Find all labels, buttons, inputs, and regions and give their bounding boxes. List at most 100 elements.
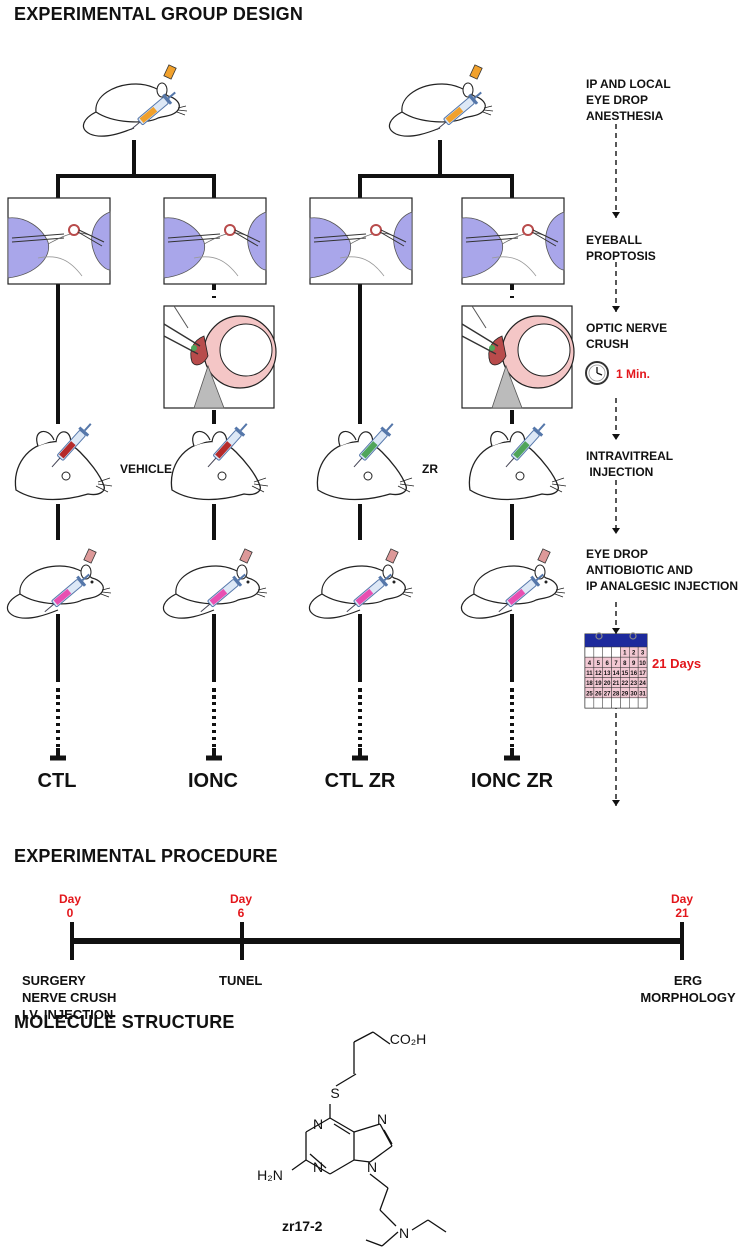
- procedure-title: EXPERIMENTAL PROCEDURE: [14, 846, 278, 866]
- flow-arrowhead: [612, 628, 620, 634]
- event-day-6: TUNEL: [219, 973, 263, 988]
- anesthesia-rat: [82, 82, 188, 137]
- vehicle-syringe: [51, 423, 92, 468]
- calendar-day-number: 24: [639, 681, 646, 687]
- group-tree-lines: [50, 140, 520, 761]
- bond: [335, 1073, 357, 1087]
- design-title: EXPERIMENTAL GROUP DESIGN: [14, 4, 304, 24]
- calendar-cell: [611, 646, 621, 658]
- calendar-day-number: 5: [597, 661, 601, 667]
- calendar-day-number: 13: [604, 671, 611, 677]
- calendar-cell: [584, 646, 595, 658]
- flow-arrowhead: [612, 800, 620, 806]
- bond: [369, 1145, 393, 1163]
- bond: [353, 1159, 371, 1163]
- calendar-cell: [584, 697, 595, 709]
- procedure-illustrations: [6, 197, 575, 619]
- calendar-day-number: 21: [613, 681, 620, 687]
- analgesic-syringe: [200, 573, 246, 613]
- antibiotic-bottle: [385, 548, 399, 564]
- crush-panel: [461, 305, 575, 409]
- procedure-flow-arrow: [612, 124, 620, 806]
- calendar-day-number: 25: [586, 691, 593, 697]
- ring-bond: [305, 1117, 331, 1133]
- n3-label: N: [313, 1159, 323, 1175]
- calendar-cell: [637, 697, 648, 709]
- calendar-day-number: 28: [613, 691, 620, 697]
- ring-double-bond: [309, 1153, 327, 1169]
- calendar-cell: [602, 697, 612, 709]
- flow-arrowhead: [612, 306, 620, 312]
- carboxyl-label: CO₂H: [390, 1031, 427, 1047]
- calendar-day-number: 16: [630, 671, 637, 677]
- n9-label: N: [367, 1159, 377, 1175]
- proptosis-panel: [163, 197, 267, 285]
- vehicle-syringe: [207, 423, 248, 468]
- zr-label: ZR: [422, 462, 438, 476]
- calendar-day-number: 20: [604, 681, 611, 687]
- calendar-cell: [593, 697, 603, 709]
- clock-icon: [585, 361, 609, 385]
- bond: [291, 1159, 307, 1171]
- calendar-cell: [611, 697, 621, 709]
- eye-drop-bottle: [469, 64, 483, 80]
- calendar-day-number: 1: [623, 651, 627, 657]
- vehicle-label: VEHICLE: [120, 462, 173, 476]
- proptosis-panel: [7, 197, 111, 285]
- n1-label: N: [313, 1116, 323, 1132]
- calendar-day-number: 29: [622, 691, 629, 697]
- proptosis-panel: [461, 197, 565, 285]
- procedure-timeline: [70, 922, 684, 960]
- bond: [353, 1031, 374, 1043]
- ring-double-bond: [383, 1129, 393, 1145]
- calendar-day-number: 18: [586, 681, 593, 687]
- ring-double-bond: [333, 1123, 351, 1135]
- duration-label: 21 Days: [652, 656, 702, 671]
- antibiotic-bottle: [83, 548, 97, 564]
- molecule-title: MOLECULE STRUCTURE: [14, 1012, 235, 1032]
- injection-rat: [316, 430, 415, 501]
- calendar-header: [585, 634, 647, 647]
- post-op-rat: [6, 564, 112, 619]
- bond: [411, 1219, 429, 1231]
- post-op-rat: [308, 564, 414, 619]
- ring-bond: [329, 1159, 355, 1175]
- antibiotic-bottle: [239, 548, 253, 564]
- amine-label: H₂N: [257, 1167, 283, 1183]
- amine-n-label: N: [399, 1225, 409, 1241]
- calendar-day-number: 27: [604, 691, 611, 697]
- calendar-day-number: 11: [586, 671, 593, 677]
- eye-drop-bottle: [163, 64, 177, 80]
- bond: [379, 1123, 393, 1147]
- calendar-cell: [620, 697, 630, 709]
- anesthesia-syringe: [436, 91, 482, 131]
- group-ionc: IONC: [188, 770, 238, 792]
- anesthesia-syringe: [130, 91, 176, 131]
- injection-rat: [468, 430, 567, 501]
- bond: [427, 1219, 447, 1233]
- calendar-day-number: 10: [639, 661, 646, 667]
- flow-arrowhead: [612, 528, 620, 534]
- flow-arrowhead: [612, 212, 620, 218]
- post-op-rat: [460, 564, 566, 619]
- flow-arrowhead: [612, 434, 620, 440]
- calendar-day-number: 19: [595, 681, 602, 687]
- bond: [372, 1031, 391, 1045]
- analgesic-syringe: [44, 573, 90, 613]
- calendar-day-number: 22: [622, 681, 629, 687]
- calendar-cell: [629, 697, 639, 709]
- n7-label: N: [377, 1111, 387, 1127]
- calendar-ring: [595, 632, 603, 640]
- zr-syringe: [353, 423, 394, 468]
- bond: [379, 1209, 397, 1227]
- group-ctl-zr: CTL ZR: [324, 770, 396, 792]
- calendar-day-number: 31: [639, 691, 646, 697]
